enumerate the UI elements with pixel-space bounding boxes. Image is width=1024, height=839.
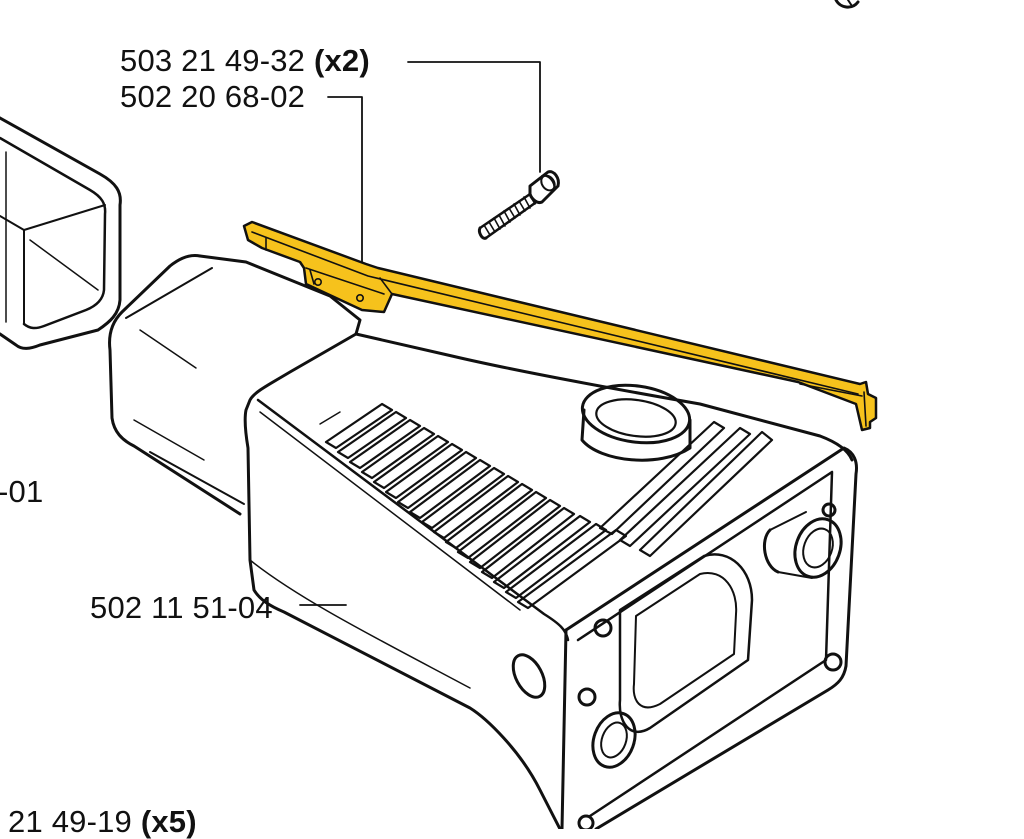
callout-cut-bottom-qty: (x5) — [140, 804, 197, 839]
callout-strip-part-number: 502 20 68-02 — [120, 79, 306, 114]
callout-housing: 502 11 51-04 — [90, 592, 273, 623]
callout-housing-part-number: 502 11 51-04 — [90, 590, 273, 625]
callout-cut-left-part-number: -01 — [0, 474, 44, 509]
cropped-screw-part — [834, 0, 860, 9]
callout-cut-bottom: 21 49-19 (x5) — [8, 806, 197, 837]
screw-part — [478, 170, 560, 240]
callout-screw-part-number: 503 21 49-32 — [120, 43, 306, 78]
callout-screw-qty: (x2) — [313, 43, 370, 78]
callout-cut-bottom-part-number: 21 49-19 — [8, 804, 132, 839]
housing-part — [108, 254, 858, 829]
leader-screw — [407, 61, 541, 173]
callout-screw: 503 21 49-32 (x2) — [120, 45, 370, 76]
callout-strip: 502 20 68-02 — [120, 81, 305, 112]
leader-lines — [299, 61, 541, 606]
round-boss — [580, 383, 692, 462]
square-tube-part — [0, 116, 122, 350]
highlighted-strip-part — [242, 220, 878, 432]
ribbed-vent — [324, 402, 774, 610]
leader-strip — [327, 96, 363, 263]
callout-cut-left: -01 — [0, 476, 43, 507]
